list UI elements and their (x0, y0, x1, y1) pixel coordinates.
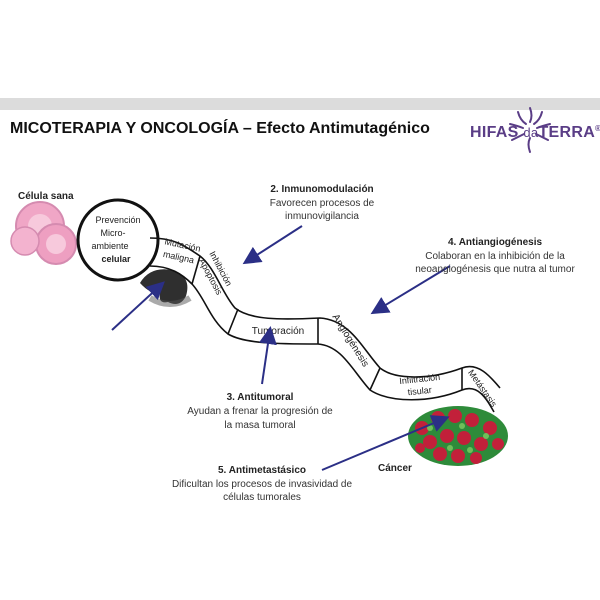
prevention-circle: Prevención Micro- ambiente celular (76, 198, 160, 282)
svg-text:células tumorales: células tumorales (223, 492, 301, 500)
svg-text:neoangiogénesis que nutra al t: neoangiogénesis que nutra al tumor (415, 264, 575, 275)
stage-label: tisular (407, 385, 432, 397)
mutated-cell-icon (140, 269, 192, 307)
svg-text:Ayudan a frenar la progresión: Ayudan a frenar la progresión de (187, 406, 333, 417)
logo-brand: HIFAS (470, 124, 519, 141)
cancer-cluster-icon (408, 406, 508, 466)
process-ribbon (149, 237, 501, 413)
healthy-cell-label: Célula sana (18, 191, 74, 202)
logo-mark: ® (595, 124, 600, 133)
logo-terra: TERRA (538, 124, 596, 141)
svg-text:inmunovigilancia: inmunovigilancia (285, 211, 359, 222)
hifas-logo: HIFAS daTERRA® (470, 124, 600, 142)
svg-text:5. Antimetastásico: 5. Antimetastásico (218, 465, 306, 476)
arrow-prevention (111, 281, 165, 331)
logo-da: da (523, 125, 539, 140)
slide-title: MICOTERAPIA Y ONCOLOGÍA – Efecto Antimut… (10, 120, 430, 137)
hifas-sun-icon (509, 107, 551, 153)
svg-text:la masa tumoral: la masa tumoral (224, 420, 295, 431)
svg-text:4. Antiangiogénesis: 4. Antiangiogénesis (448, 237, 543, 248)
effect-antitumoral: 3. Antitumoral Ayudan a frenar la progre… (187, 392, 333, 431)
prevention-line3: ambiente (91, 241, 128, 251)
svg-text:2. Inmunomodulación: 2. Inmunomodulación (270, 184, 373, 195)
stage-label: Angiogénesis (330, 312, 371, 369)
slide: MICOTERAPIA Y ONCOLOGÍA – Efecto Antimut… (0, 98, 600, 500)
arrow-antitumoral (259, 326, 277, 385)
effect-arrows (111, 225, 451, 471)
cancer-label: Cáncer (378, 463, 412, 474)
stage-label: Infiltración (399, 372, 441, 386)
slide-top-strip (0, 98, 600, 110)
effect-immunomodulation: 2. Inmunomodulación Favorecen procesos d… (270, 184, 375, 222)
stage-label: Tumoración (252, 326, 304, 337)
effect-antiangiogenesis: 4. Antiangiogénesis Colaboran en la inhi… (415, 237, 575, 275)
prevention-line4: celular (101, 254, 131, 264)
arrow-antiangiogenesis (370, 265, 451, 315)
healthy-cells-icon (10, 201, 77, 265)
effect-antimetastatic: 5. Antimetastásico Dificultan los proces… (172, 465, 353, 500)
prevention-line1: Prevención (95, 215, 140, 225)
prevention-line2: Micro- (101, 228, 126, 238)
svg-text:3. Antitumoral: 3. Antitumoral (227, 392, 294, 403)
svg-text:Dificultan los procesos de inv: Dificultan los procesos de invasividad d… (172, 479, 353, 490)
arrow-antimetastatic (321, 415, 450, 471)
arrow-immunomodulation (242, 225, 303, 265)
oncology-diagram: Célula sana Prevención Micro- ambiente c… (10, 184, 575, 500)
svg-text:Colaboran en la inhibición de: Colaboran en la inhibición de la (425, 251, 565, 262)
svg-text:Favorecen procesos de: Favorecen procesos de (270, 198, 375, 209)
